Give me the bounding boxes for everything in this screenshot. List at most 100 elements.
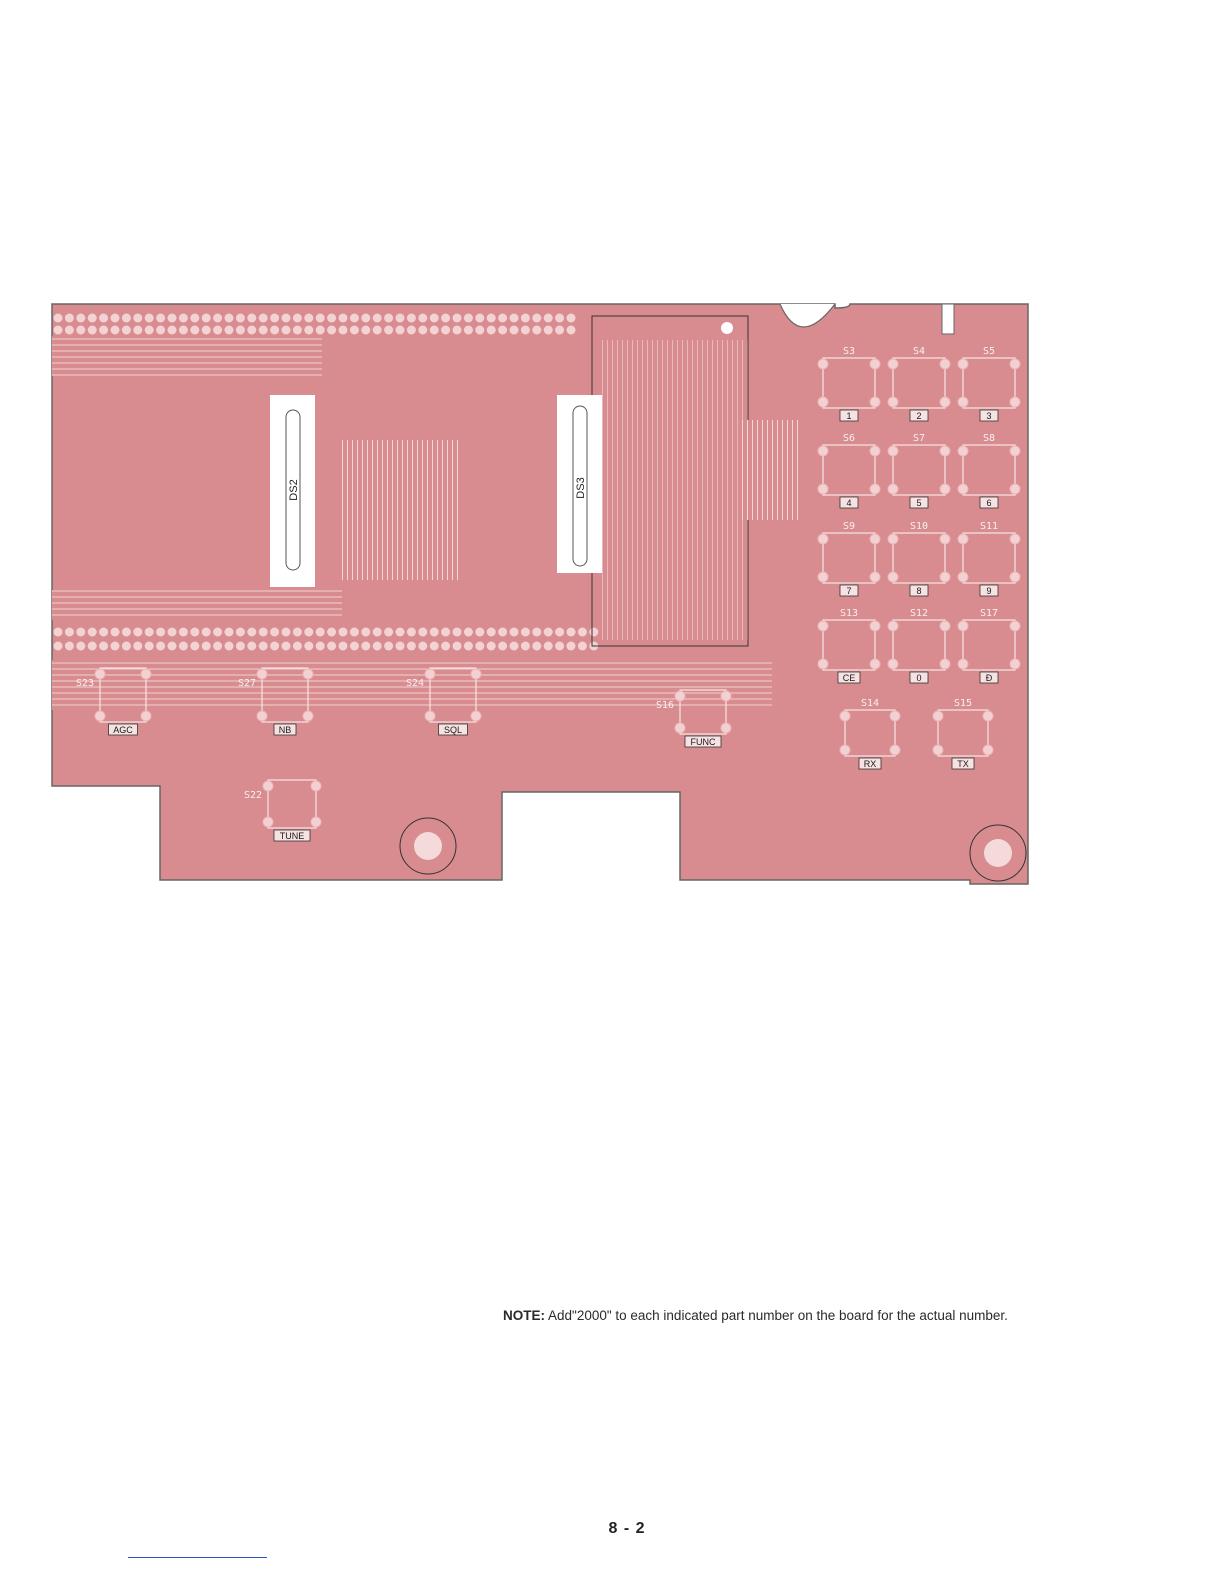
switch-pad	[818, 659, 828, 669]
mounting-hole-left-pad	[414, 832, 442, 860]
header-pad	[532, 628, 541, 637]
switch-pad	[1010, 572, 1020, 582]
header-pad	[247, 642, 256, 651]
header-pad	[361, 628, 370, 637]
header-pad	[567, 314, 576, 323]
switch-ref-label: S27	[238, 678, 256, 689]
header-pad	[247, 326, 256, 335]
switch-pad	[888, 534, 898, 544]
header-pad	[327, 326, 336, 335]
header-pad	[304, 326, 313, 335]
header-pad	[76, 326, 85, 335]
header-pad	[122, 642, 131, 651]
switch-pad	[888, 484, 898, 494]
header-pad	[225, 314, 234, 323]
page-number: 8 - 2	[0, 1520, 1224, 1538]
switch-pad	[1010, 397, 1020, 407]
header-pad	[111, 314, 120, 323]
header-pad	[407, 314, 416, 323]
header-pad	[430, 628, 439, 637]
header-pad	[475, 314, 484, 323]
header-pad	[145, 314, 154, 323]
header-pad	[259, 628, 268, 637]
ds3-label: DS3	[575, 477, 587, 498]
switch-pad	[940, 534, 950, 544]
header-pad	[88, 314, 97, 323]
header-pad	[316, 628, 325, 637]
switch-pad	[818, 397, 828, 407]
switch-pad	[940, 572, 950, 582]
switch-pad	[840, 711, 850, 721]
header-pad	[373, 326, 382, 335]
key-label: 9	[986, 586, 991, 596]
switch-pad	[1010, 534, 1020, 544]
header-pad	[122, 314, 131, 323]
header-pad	[441, 326, 450, 335]
header-pad	[373, 628, 382, 637]
header-pad	[430, 314, 439, 323]
header-pad	[384, 642, 393, 651]
header-pad	[567, 326, 576, 335]
switch-pad	[257, 669, 267, 679]
header-pad	[122, 628, 131, 637]
header-pad	[430, 642, 439, 651]
header-pad	[168, 628, 177, 637]
header-pad	[544, 642, 553, 651]
header-pad	[475, 642, 484, 651]
header-pad	[327, 628, 336, 637]
switch-pad	[840, 745, 850, 755]
header-pad	[282, 642, 291, 651]
mounting-hole-right-pad	[984, 839, 1012, 867]
header-pad	[418, 628, 427, 637]
key-label: AGC	[113, 725, 133, 735]
switch-pad	[1010, 359, 1020, 369]
header-pad	[156, 314, 165, 323]
header-pad	[213, 326, 222, 335]
header-pad	[225, 326, 234, 335]
header-pad	[304, 314, 313, 323]
header-pad	[510, 326, 519, 335]
header-pad	[555, 628, 564, 637]
header-pad	[441, 628, 450, 637]
key-label: 0	[916, 673, 921, 683]
header-pad	[88, 628, 97, 637]
header-pad	[179, 642, 188, 651]
switch-pad	[818, 572, 828, 582]
header-pad	[270, 326, 279, 335]
switch-pad	[471, 711, 481, 721]
trace-bus-top	[52, 336, 322, 376]
switch-pad	[818, 446, 828, 456]
header-pad	[304, 642, 313, 651]
header-pad	[190, 314, 199, 323]
header-pad	[65, 326, 74, 335]
key-label: FUNC	[691, 737, 716, 747]
header-pad	[544, 314, 553, 323]
switch-ref-label: S15	[954, 698, 972, 709]
header-pad	[418, 326, 427, 335]
header-pad	[418, 642, 427, 651]
header-pad	[407, 628, 416, 637]
header-pad	[213, 628, 222, 637]
header-pad	[407, 326, 416, 335]
header-pad	[99, 642, 108, 651]
header-pad	[202, 314, 211, 323]
key-label: 5	[916, 498, 921, 508]
key-label: 1	[846, 411, 851, 421]
header-pad	[179, 326, 188, 335]
header-pad	[350, 314, 359, 323]
switch-ref-label: S4	[913, 346, 925, 357]
switch-pad	[958, 484, 968, 494]
note-label: NOTE:	[503, 1308, 545, 1323]
header-pad	[179, 628, 188, 637]
header-pad	[475, 628, 484, 637]
switch-pad	[1010, 659, 1020, 669]
header-pad	[76, 642, 85, 651]
switch-pad	[95, 711, 105, 721]
header-pad	[544, 628, 553, 637]
switch-pad	[958, 572, 968, 582]
header-pad	[111, 642, 120, 651]
switch-ref-label: S17	[980, 608, 998, 619]
header-pad	[156, 326, 165, 335]
switch-pad	[870, 534, 880, 544]
header-pad	[578, 628, 587, 637]
